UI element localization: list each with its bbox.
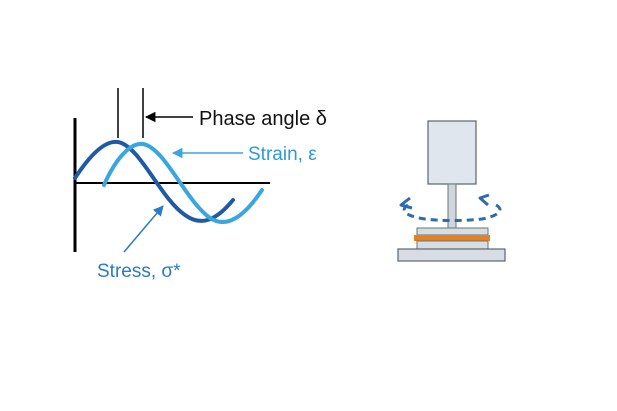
circular-arrow-icon xyxy=(399,193,502,222)
base xyxy=(397,248,506,262)
strain-wave xyxy=(102,141,264,224)
stress-wave xyxy=(73,139,235,223)
upper-plate xyxy=(416,227,489,236)
oscillation-plot: Phase angle δ Strain, ε Stress, σ* xyxy=(73,88,327,282)
stress-pointer xyxy=(123,205,164,253)
sample-layer xyxy=(414,235,490,241)
phase-angle-label: Phase angle δ xyxy=(199,108,327,130)
lower-plate xyxy=(416,240,489,250)
strain-label: Strain, ε xyxy=(248,144,317,165)
motor-head xyxy=(427,120,477,185)
rheometer-illustration xyxy=(397,120,506,262)
stress-label: Stress, σ* xyxy=(97,261,181,282)
